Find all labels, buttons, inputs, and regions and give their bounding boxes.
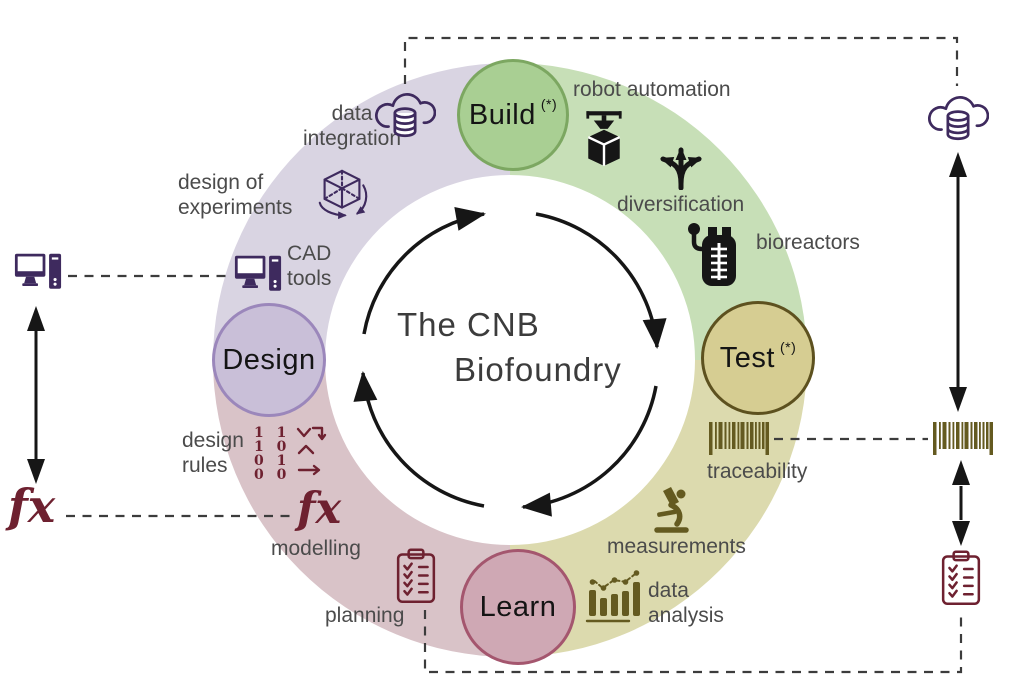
label-design-of-experiments: design of experiments xyxy=(178,171,293,219)
external-computer-icon xyxy=(14,253,62,289)
diversification-icon xyxy=(660,147,702,190)
ring-quadrant-build xyxy=(510,63,807,360)
right-short-double-arrow xyxy=(952,460,970,546)
ring-quadrant-learn xyxy=(213,360,510,657)
label-modelling: modelling xyxy=(271,537,361,560)
label-measurements: measurements xyxy=(607,535,746,558)
label-design-rules: design rules xyxy=(182,429,244,477)
cloud-database-icon xyxy=(375,93,436,138)
design-rules-arrows xyxy=(297,426,327,476)
bioreactor-icon xyxy=(688,223,736,286)
left-double-arrow xyxy=(27,306,45,484)
external-barcode-icon xyxy=(933,422,993,455)
center-title-line2: Biofoundry xyxy=(454,351,622,388)
label-traceability: traceability xyxy=(707,460,808,483)
label-planning: planning xyxy=(325,604,405,627)
modelling-fx-icon: fx xyxy=(297,484,342,534)
dashed-bottom-connector xyxy=(423,610,963,674)
external-cloud-database-icon xyxy=(928,96,989,141)
node-test: Test (*) xyxy=(701,301,815,415)
node-build-label: Build xyxy=(468,98,536,131)
center-title-line1: The CNB xyxy=(397,306,540,343)
design-rules-icon: 1 1 1 0 0 1 0 0 xyxy=(254,426,328,484)
design-rules-bits: 1 1 1 0 0 1 0 0 xyxy=(254,425,291,483)
dashed-top-connector xyxy=(403,36,959,86)
label-bioreactors: bioreactors xyxy=(756,231,860,254)
external-clipboard-icon xyxy=(941,550,981,605)
label-diversification: diversification xyxy=(617,193,745,216)
node-design-label: Design xyxy=(222,343,316,376)
cad-computer-icon xyxy=(234,255,282,291)
label-robot-automation: robot automation xyxy=(573,78,731,101)
node-build-asterisk: (*) xyxy=(540,96,558,112)
node-test-label: Test xyxy=(719,341,775,374)
right-long-double-arrow xyxy=(949,152,967,412)
node-design: Design xyxy=(212,303,326,417)
node-build: Build (*) xyxy=(457,59,569,171)
traceability-barcode-icon xyxy=(709,422,769,455)
design-of-experiments-cube-icon xyxy=(318,169,368,220)
node-test-asterisk: (*) xyxy=(779,339,797,355)
label-cad-tools: CAD tools xyxy=(287,242,332,290)
cycle-arrows xyxy=(353,207,667,517)
microscope-icon xyxy=(654,487,689,533)
planning-clipboard-icon xyxy=(396,548,436,603)
external-fx-icon: fx xyxy=(8,479,56,533)
data-analysis-chart-icon xyxy=(585,570,640,623)
label-data-analysis: data analysis xyxy=(648,579,724,627)
robot-automation-icon xyxy=(586,111,622,166)
label-data-integration: data integration xyxy=(302,102,402,150)
node-learn: Learn xyxy=(460,549,576,665)
node-learn-label: Learn xyxy=(479,590,557,623)
